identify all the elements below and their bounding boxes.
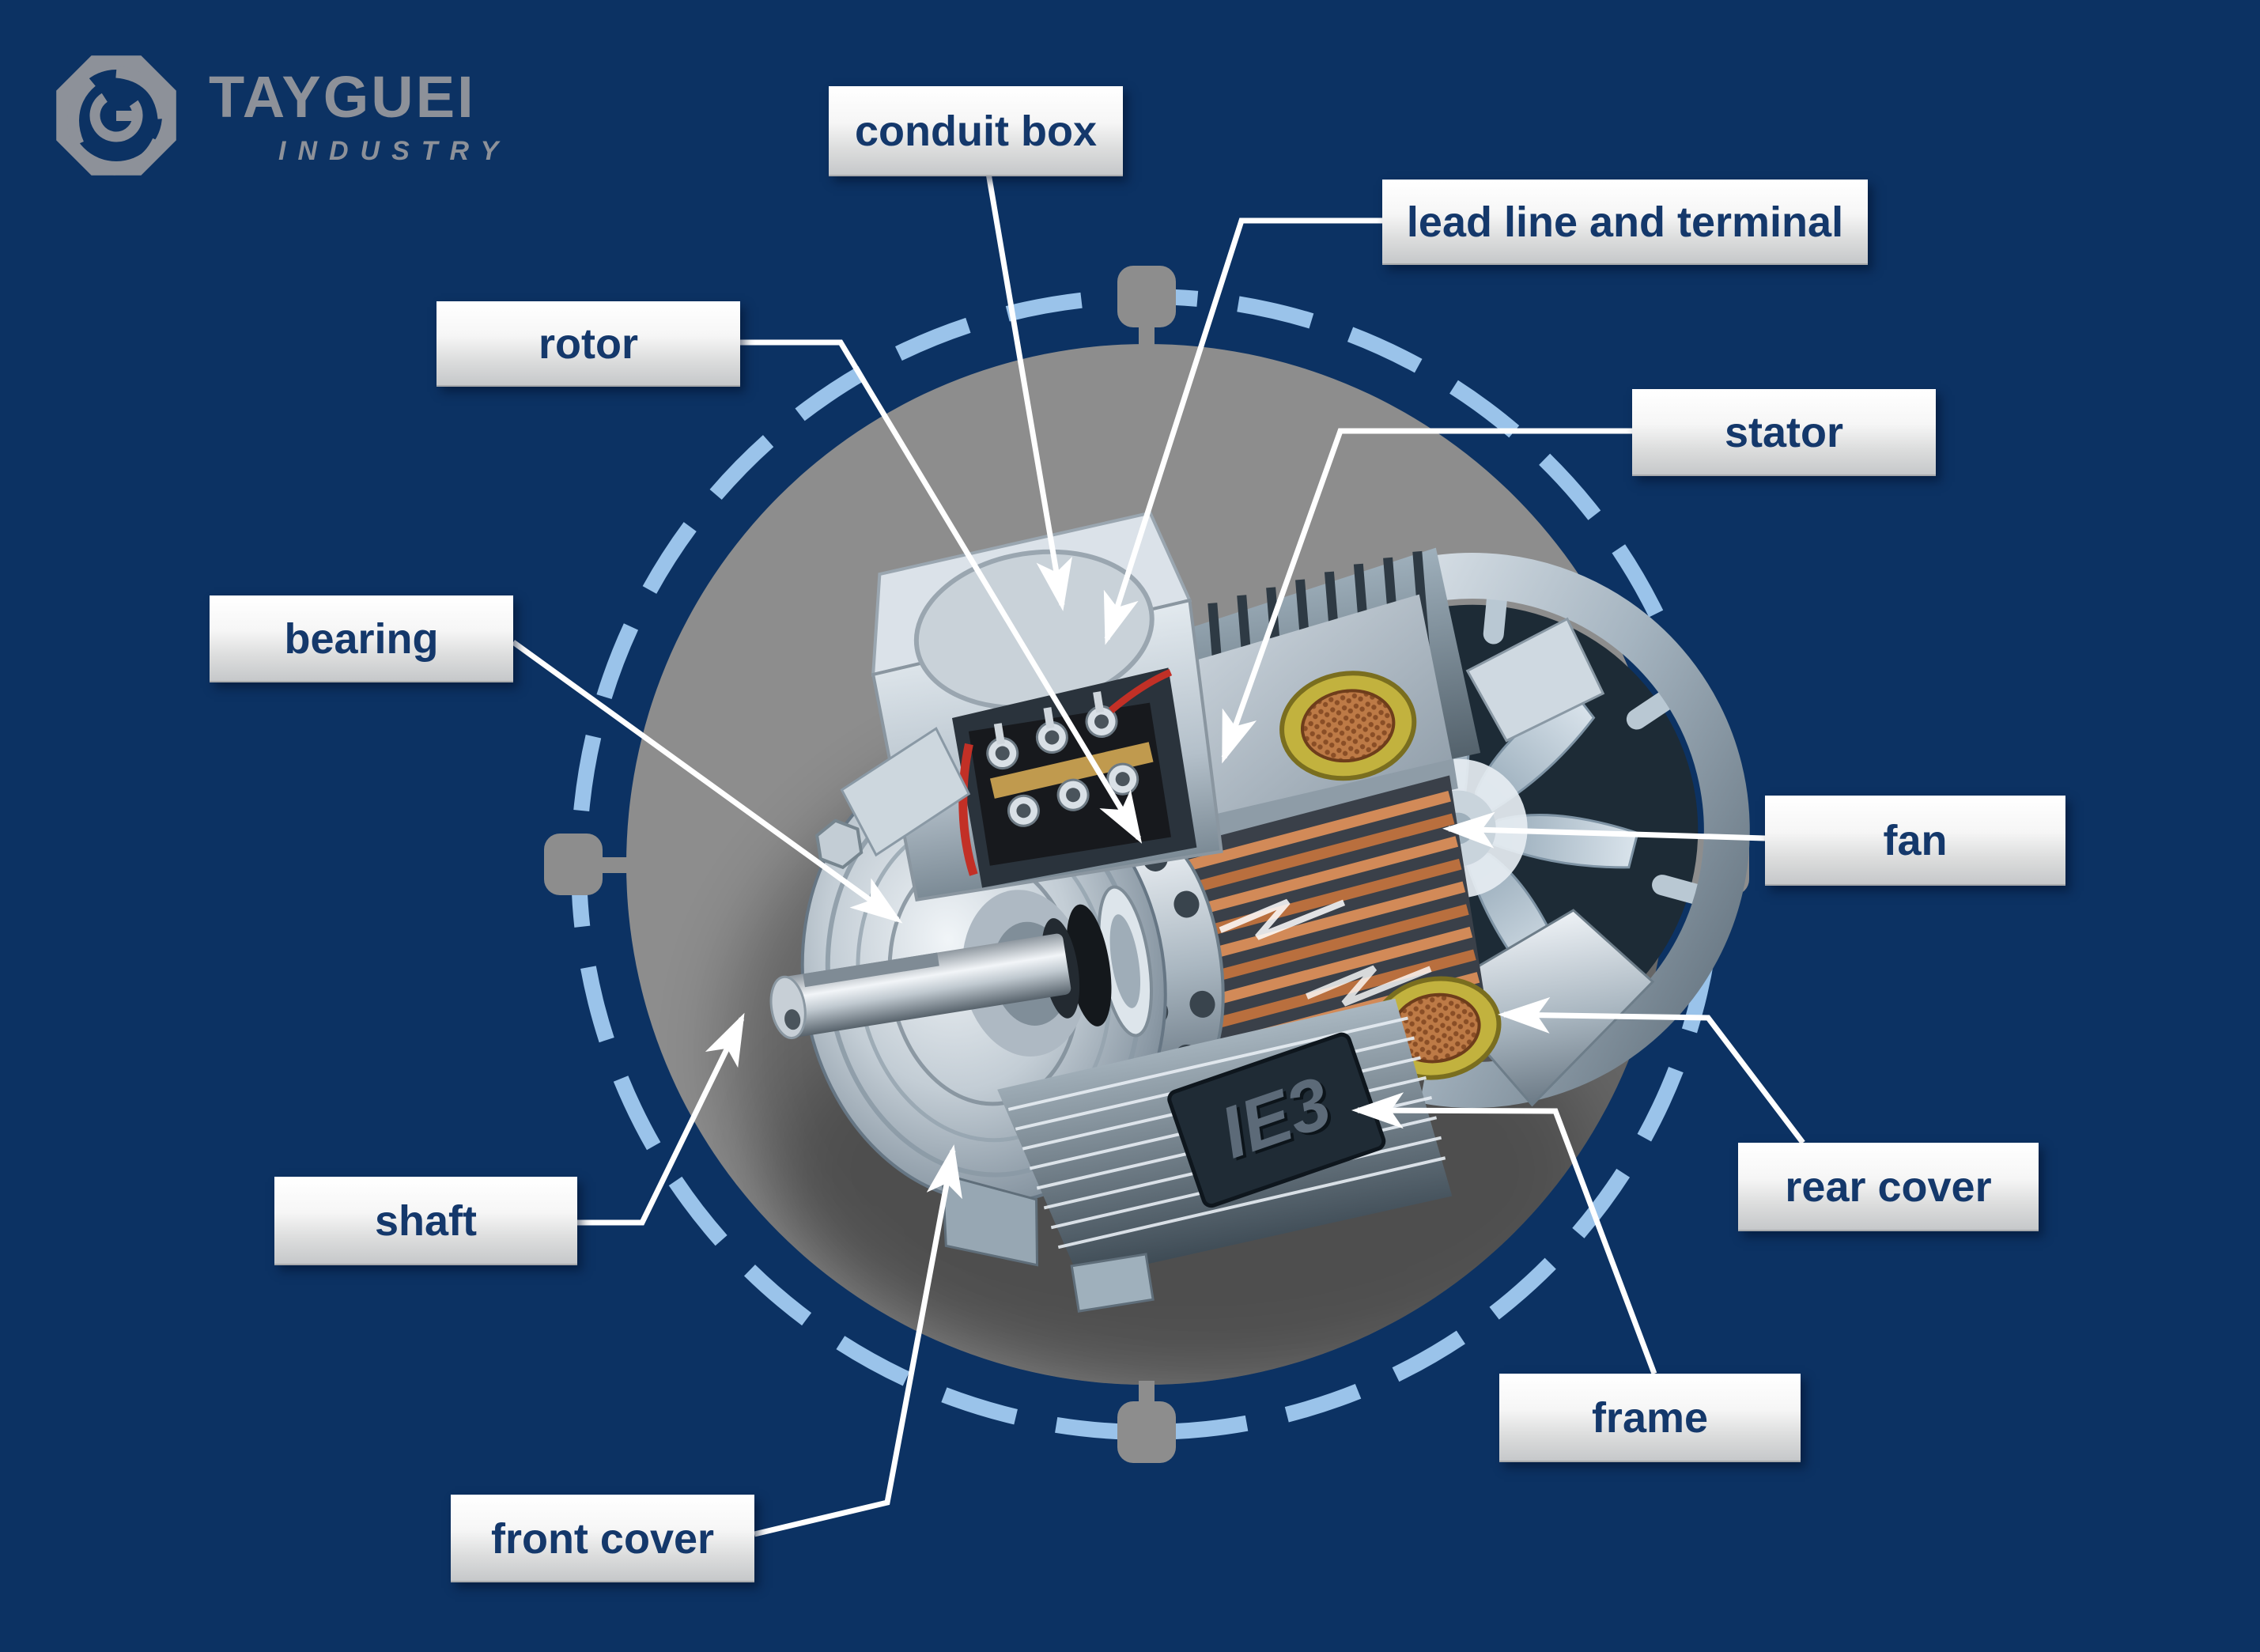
- shaft-cylinder: [769, 933, 1071, 1040]
- red-lead-wire-2: [1109, 668, 1173, 713]
- terminal-screws: [986, 691, 1139, 827]
- mount-foot: [1070, 1253, 1155, 1313]
- front-foot: [941, 1172, 1039, 1267]
- handle-stem-left: [599, 857, 628, 873]
- label-fan: fan: [1765, 796, 2065, 886]
- leader-bearing: [511, 640, 903, 924]
- leader-lead-line: [1103, 217, 1382, 645]
- label-lead-line-and-terminal: lead line and terminal: [1382, 180, 1868, 265]
- label-stator: stator: [1632, 389, 1936, 476]
- keyway: [803, 952, 939, 988]
- leader-front-cover: [754, 1144, 962, 1537]
- leader-lines: [511, 172, 1805, 1537]
- winding-rear-top: [1279, 671, 1417, 781]
- label-frame: frame: [1499, 1374, 1801, 1462]
- bearing-and-seals: [1041, 885, 1153, 1038]
- handle-top: [1117, 266, 1176, 327]
- handle-stem-bottom: [1139, 1381, 1155, 1404]
- label-rotor: rotor: [437, 301, 740, 387]
- brand-name: TAYGUEI: [209, 64, 476, 130]
- red-lead-wire: [958, 743, 978, 876]
- leader-stator: [1221, 428, 1632, 764]
- leader-frame: [1351, 1092, 1657, 1375]
- tayguei-logo-icon: [56, 55, 176, 176]
- handle-stem-top: [1139, 323, 1155, 348]
- label-conduit-box: conduit box: [829, 86, 1123, 176]
- brass-bar: [989, 742, 1154, 799]
- brand-tagline: INDUSTRY: [278, 136, 511, 166]
- leader-fan: [1442, 811, 1766, 849]
- eyebolt: [814, 818, 864, 870]
- leader-rotor: [740, 339, 1143, 844]
- ie3-plate: IE3 IE3: [1167, 1032, 1386, 1208]
- leader-conduit-box: [985, 172, 1072, 611]
- label-rear-cover: rear cover: [1738, 1143, 2039, 1231]
- label-shaft: shaft: [274, 1177, 577, 1265]
- label-front-cover: front cover: [451, 1495, 754, 1582]
- leader-rear-cover: [1498, 996, 1805, 1145]
- label-bearing: bearing: [210, 595, 513, 682]
- handle-left: [544, 834, 603, 895]
- leader-shaft: [577, 1012, 745, 1226]
- handle-bottom: [1117, 1401, 1176, 1463]
